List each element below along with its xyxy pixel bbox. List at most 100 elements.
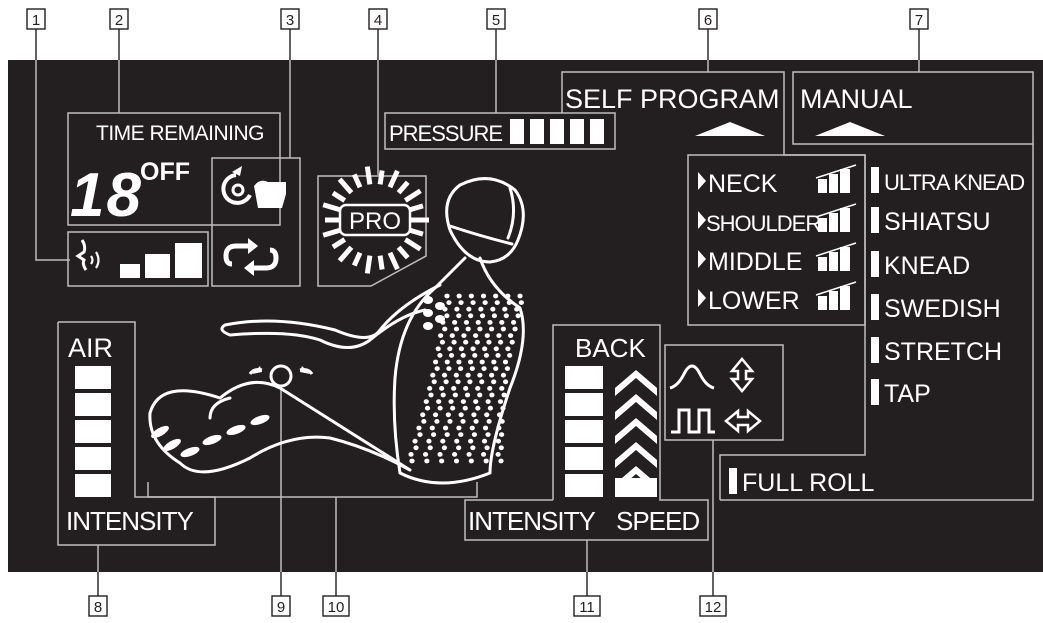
self-program-item-label: MIDDLE [708, 248, 802, 276]
back-node-dot [486, 340, 491, 345]
air-level-bar-2 [75, 393, 111, 416]
air-level-bar-1 [75, 366, 111, 389]
back-node-dot [423, 452, 428, 457]
pressure-bar-1 [510, 119, 524, 144]
back-node-dot [438, 406, 443, 411]
back-node-dot [446, 412, 451, 417]
back-node-dot [442, 373, 447, 378]
back-node-dot [475, 340, 480, 345]
callout-number-4: 4 [374, 12, 382, 29]
back-node-dot [502, 307, 507, 312]
air-title: AIR [68, 333, 113, 363]
back-node-dot [448, 399, 453, 404]
pro-burst-ray [380, 256, 382, 270]
back-node-dot [434, 419, 439, 424]
back-node-dot [487, 386, 492, 391]
back-node-dot [497, 412, 502, 417]
back-node-dot [447, 419, 452, 424]
back-node-dot [458, 432, 463, 437]
voice-level-bar-2 [145, 254, 170, 278]
back-node-dot [454, 373, 459, 378]
pro-burst-ray [367, 256, 370, 274]
back-node-dot [456, 313, 461, 318]
back-node-dot [484, 445, 489, 450]
manual-indicator [871, 294, 879, 320]
back-node-dot [424, 459, 429, 464]
pressure-label: PRESSURE [389, 121, 502, 146]
back-node-dot [468, 439, 473, 444]
back-node-dot [450, 406, 455, 411]
time-off-label: OFF [140, 158, 190, 186]
back-node-dot [489, 373, 494, 378]
callout-number-12: 12 [705, 599, 722, 616]
back-node-dot [508, 333, 513, 338]
back-node-dot [439, 386, 444, 391]
manual-item-label: SHIATSU [884, 208, 991, 236]
back-node-dot [514, 307, 519, 312]
self-program-item-label: SHOULDER [706, 211, 820, 236]
back-node-dot [483, 426, 488, 431]
air-intensity-label: INTENSITY [66, 506, 193, 536]
manual-item-knead: KNEAD [871, 251, 970, 280]
back-node-dot [505, 346, 510, 351]
back-node-dot [494, 346, 499, 351]
back-node-dot [473, 399, 478, 404]
back-node-dot [470, 426, 475, 431]
back-node-dot [499, 445, 504, 450]
manual-item-stretch: STRETCH [871, 337, 1002, 366]
back-node-dot [466, 373, 471, 378]
back-node-dot [496, 452, 501, 457]
back-node-dot [488, 406, 493, 411]
back-node-dot [426, 439, 431, 444]
back-node-dot [499, 386, 504, 391]
manual-indicator [871, 167, 879, 193]
back-node-dot [433, 360, 438, 365]
voice-level-bar-3 [175, 243, 202, 278]
back-node-dot [454, 307, 459, 312]
back-title: BACK [575, 333, 646, 363]
back-node-dot [459, 346, 464, 351]
back-node-dot [469, 459, 474, 464]
air-level-bar-5 [75, 474, 111, 497]
back-node-dot [484, 412, 489, 417]
time-remaining-title: TIME REMAINING [96, 122, 264, 145]
back-intensity-bar-5 [565, 474, 603, 497]
back-node-dot [477, 327, 482, 332]
callout-number-3: 3 [286, 12, 294, 29]
back-node-dot [470, 445, 475, 450]
back-node-dot [451, 386, 456, 391]
manual-item-label: STRETCH [884, 338, 1002, 366]
back-node-dot [451, 340, 456, 345]
manual-item-label: TAP [884, 380, 931, 408]
back-node-dot [480, 313, 485, 318]
back-node-dot [447, 346, 452, 351]
back-node-dot [482, 346, 487, 351]
callout-number-7: 7 [915, 12, 923, 29]
manual-item-ultra-knead: ULTRA KNEAD [871, 167, 1024, 195]
back-node-dot [461, 333, 466, 338]
back-node-dot [430, 426, 435, 431]
back-node-dot [467, 379, 472, 384]
back-node-dot [466, 327, 471, 332]
back-node-dot [492, 313, 497, 318]
manual-item-full-roll: FULL ROLL [729, 468, 875, 497]
back-node-dot [463, 386, 468, 391]
back-node-dot [487, 320, 492, 325]
callout-group-top: 1 2 3 4 5 6 7 [27, 9, 928, 29]
callout-number-10: 10 [328, 599, 345, 616]
back-node-dot [452, 320, 457, 325]
back-intensity-bar-2 [565, 393, 603, 416]
back-node-dot [484, 353, 489, 358]
callout-number-5: 5 [492, 12, 500, 29]
back-node-dot [439, 459, 444, 464]
back-node-dot [416, 426, 421, 431]
back-node-dot [498, 459, 503, 464]
back-node-dot [458, 366, 463, 371]
back-node-dot [436, 399, 441, 404]
back-node-dot [486, 399, 491, 404]
back-node-dot [479, 379, 484, 384]
back-node-dot [440, 340, 445, 345]
back-node-dot [475, 406, 480, 411]
back-intensity-bar-3 [565, 420, 603, 443]
